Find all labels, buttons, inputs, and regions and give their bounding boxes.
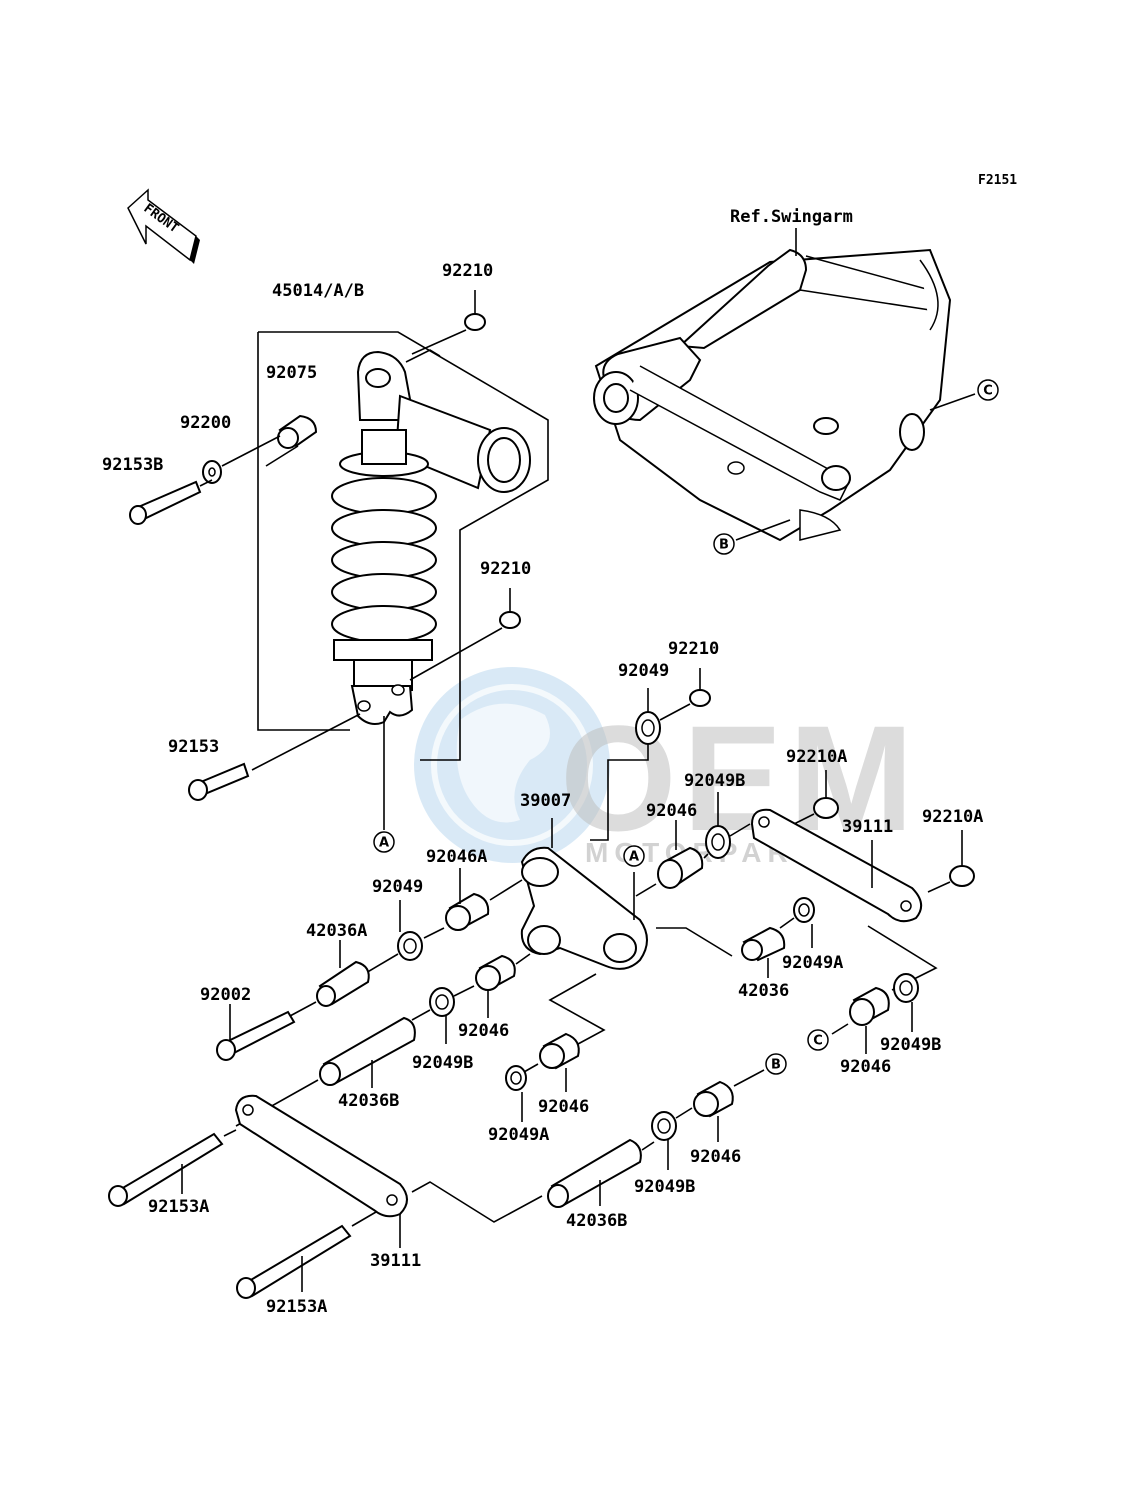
nut-92210A-top [769,770,839,837]
label-92049-top: 92049 [618,661,669,681]
front-arrow-icon: FRONT [127,188,200,264]
svg-text:B: B [719,538,729,553]
collar-92075 [265,414,318,467]
label-92049B-mid: 92049B [412,1053,473,1073]
svg-text:A: A [629,850,639,865]
label-92153: 92153 [168,737,219,757]
bolt-92153A-2 [236,1211,377,1299]
label-92046A: 92046A [426,847,487,867]
label-92049-left: 92049 [372,877,423,897]
collar-42036 [656,926,786,978]
label-92210-top: 92210 [442,261,493,281]
label-92046-mid: 92046 [458,1021,509,1041]
swingarm [593,228,976,542]
label-92049B-top: 92049B [684,771,745,791]
label-92210-right: 92210 [668,639,719,659]
nut-92210-right [689,668,711,707]
label-92153A-1: 92153A [148,1197,209,1217]
callout-A-left: A [373,831,395,853]
svg-text:C: C [983,384,993,399]
callout-A-right: A [623,845,645,867]
bearing-92049B-right [893,973,919,1032]
nut-92210-mid [409,588,521,681]
callout-C-swingarm: C [977,379,999,401]
label-45014: 45014/A/B [272,281,364,301]
label-92200: 92200 [180,413,231,433]
reference-label: Ref.Swingarm [730,207,853,227]
label-92049B-right: 92049B [880,1035,941,1055]
label-42036B-bottom: 42036B [566,1211,627,1231]
bearing-92046-right [831,986,890,1054]
label-42036A: 42036A [306,921,367,941]
bolt-92153 [188,713,361,801]
label-92075: 92075 [266,363,317,383]
label-92002: 92002 [200,985,251,1005]
label-92049A-low: 92049A [488,1125,549,1145]
rocker-arm-39007 [520,736,649,970]
washer-92049B-bottom [651,1107,693,1170]
label-92046-low: 92046 [538,1097,589,1117]
label-92049A-right: 92049A [782,953,843,973]
bearing-92046-top [635,820,709,897]
label-92046-bottom: 92046 [690,1147,741,1167]
washer-92049B-mid [411,987,455,1044]
svg-text:B: B [771,1058,781,1073]
label-92153A-2: 92153A [266,1297,327,1317]
figure-code: F2151 [978,173,1017,188]
svg-text:C: C [813,1034,823,1049]
nut-92210-top [411,290,486,355]
label-39111-right: 39111 [842,817,893,837]
bearing-92049-top [635,688,691,745]
washer-92200 [202,435,281,484]
label-92153B: 92153B [102,455,163,475]
callout-C-right: C [807,1029,829,1051]
collar-42036A [289,940,370,1017]
collar-42036B-bottom [547,1138,655,1208]
callout-B-swingarm: B [713,533,735,555]
label-92210A-top: 92210A [786,747,847,767]
collar-42036B-left [235,1016,416,1127]
bolt-92153A-1 [108,1129,237,1207]
watermark-brand: OEM [560,694,920,862]
washer-92049A-right [779,897,815,948]
bearing-92046A [423,868,523,939]
shock-absorber [257,331,549,830]
label-42036: 42036 [738,981,789,1001]
bolt-92002 [216,1004,296,1061]
tie-rod-39111-bottom [234,1094,543,1248]
svg-text:A: A [379,836,389,851]
callout-B-bottom: B [765,1053,787,1075]
label-92210-mid: 92210 [480,559,531,579]
bearing-92046-low [523,973,606,1092]
watermark-globe-icon [414,667,610,863]
label-92210A-right: 92210A [922,807,983,827]
label-42036B-left: 42036B [338,1091,399,1111]
tie-rod-39111-right [750,808,938,991]
label-92046-top: 92046 [646,801,697,821]
label-39111-bottom: 39111 [370,1251,421,1271]
bearing-92049B-top [705,792,751,859]
bolt-92153B [129,479,213,525]
nut-92210A-right [927,830,975,893]
washer-92049A-low [505,1065,527,1122]
bearing-92046-mid [453,953,531,1018]
label-92049B-bottom: 92049B [634,1177,695,1197]
watermark: OEM MOTORPARTS [414,667,920,868]
bearing-92046-bottom [693,1069,765,1142]
label-92046-right: 92046 [840,1057,891,1077]
label-39007: 39007 [520,791,571,811]
